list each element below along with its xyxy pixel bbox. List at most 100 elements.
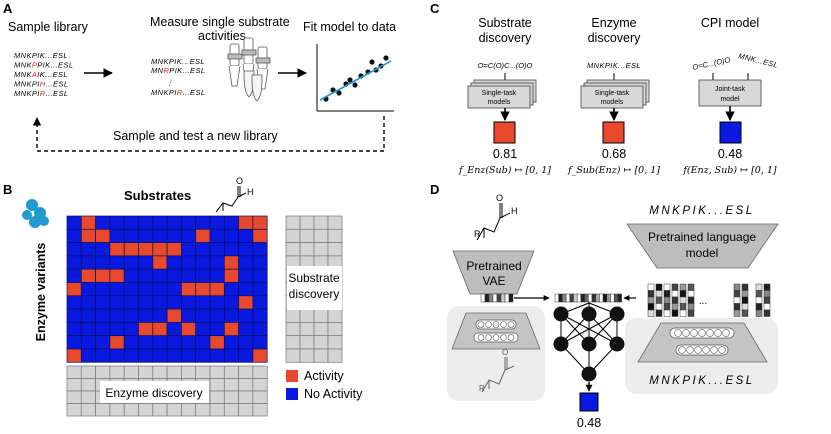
grid-cell — [123, 282, 139, 297]
grid-cell — [238, 348, 254, 363]
latent-cell — [496, 293, 502, 303]
held-out-cell — [285, 242, 301, 257]
grid-cell — [66, 255, 82, 270]
grid-cell — [238, 308, 254, 323]
fit-model-title: Fit model to data — [303, 20, 396, 34]
c-col2-title-line1: Enzyme — [591, 16, 636, 30]
vae-label-line2: VAE — [482, 274, 505, 288]
embedding-cell — [617, 293, 622, 303]
residue-embedding-cell — [679, 283, 687, 291]
grid-cell — [238, 322, 254, 337]
embedding-cell — [595, 293, 600, 303]
held-out-cell — [313, 335, 329, 350]
held-out-cell — [80, 365, 96, 379]
held-out-cell — [209, 365, 225, 379]
residue-embedding-cell — [679, 296, 687, 304]
grid-cell — [252, 282, 268, 297]
grid-cell — [123, 228, 139, 243]
residue-embedding-cell — [763, 283, 771, 291]
pipette-icon — [227, 37, 271, 102]
d-seq-bottom: MNKPIK...ESL — [649, 375, 754, 387]
residue-embedding-cell — [671, 283, 679, 291]
residue-embedding-cell — [663, 290, 671, 298]
residue-embedding-cell — [663, 309, 671, 317]
held-out-cell — [299, 228, 315, 243]
panel-d: D O H R Pretrained VAE O R — [430, 182, 779, 430]
held-out-cell — [66, 365, 82, 379]
scatter-point — [383, 55, 389, 61]
grid-cell — [223, 322, 239, 337]
held-out-cell — [181, 365, 197, 379]
residue-embedding-cell — [755, 290, 763, 298]
held-out-cell — [109, 403, 125, 417]
molecule-h-label: H — [247, 187, 254, 197]
library-seq-1: MNKPPIK...ESL — [14, 61, 73, 70]
neural-network — [553, 302, 625, 392]
residue-embedding-cell — [733, 309, 741, 317]
measured-seq-0-suffix: ...ESL — [182, 57, 205, 66]
embedding-cell — [580, 293, 585, 303]
grid-cell — [80, 335, 96, 350]
grid-cell — [95, 215, 111, 230]
held-out-cell — [138, 403, 154, 417]
embedding-cell — [613, 293, 619, 303]
held-out-cell — [195, 365, 211, 379]
residue-embedding-cell — [763, 309, 771, 317]
held-out-cell — [313, 215, 329, 230]
library-seq-2-suffix: IK...ESL — [37, 70, 68, 79]
residue-embedding-cell — [763, 290, 771, 298]
residue-embedding-cell — [687, 303, 695, 311]
loop-arrow — [32, 116, 385, 152]
grid-cell — [195, 242, 211, 257]
residue-embedding-cell — [647, 283, 655, 291]
measured-seq-2-suffix: ...ESL — [183, 88, 206, 97]
encoder-unit — [477, 334, 485, 341]
embedding-cell — [573, 293, 578, 303]
grid-cell — [223, 308, 239, 323]
nn-edge — [560, 313, 618, 345]
grid-cell — [138, 295, 154, 310]
grid-cell — [80, 295, 96, 310]
pretrained-language-model-block — [626, 223, 779, 269]
grid-cell — [152, 308, 168, 323]
grid-cell — [252, 322, 268, 337]
grid-cell — [195, 228, 211, 243]
grid-cell — [109, 348, 125, 363]
grid-cell — [252, 295, 268, 310]
measure-title-line1: Measure single substrate — [150, 15, 290, 29]
grid-cell — [152, 255, 168, 270]
grid-cell — [109, 335, 125, 350]
grid-cell — [109, 242, 125, 257]
embedding-cell — [554, 293, 559, 303]
residue-embedding-cell — [733, 303, 741, 311]
held-out-cell — [299, 242, 315, 257]
residue-embedding-cell — [671, 309, 679, 317]
c-col1-formula: f_Enz(Sub) ↦ [0, 1] — [458, 165, 551, 176]
library-seq-4: MNKPIR...ESL — [14, 89, 68, 98]
grid-cell — [109, 228, 125, 243]
fit-scatter-plot — [316, 44, 394, 112]
grid-cell — [123, 268, 139, 283]
grid-cell — [66, 228, 82, 243]
c-col3-output-square — [719, 121, 742, 144]
grid-cell — [238, 295, 254, 310]
c-col2-box-line1: Single-task — [595, 90, 630, 97]
grid-cell — [95, 308, 111, 323]
library-seq-4-mutation: R — [40, 89, 46, 98]
enzyme-icon — [22, 199, 49, 228]
grid-cell — [252, 228, 268, 243]
grid-cell — [109, 215, 125, 230]
encoder-unit — [694, 346, 702, 354]
grid-cell — [138, 268, 154, 283]
grid-cell — [80, 282, 96, 297]
grid-cell — [109, 268, 125, 283]
grid-cell — [209, 268, 225, 283]
residue-embedding-cell — [733, 296, 741, 304]
c-col1-title-line1: Substrate — [478, 16, 532, 30]
panel-d-label: D — [430, 182, 439, 197]
grid-cell — [166, 255, 182, 270]
held-out-cell — [327, 348, 343, 363]
d-output-value: 0.48 — [577, 416, 601, 430]
panel-a-label: A — [3, 1, 13, 16]
